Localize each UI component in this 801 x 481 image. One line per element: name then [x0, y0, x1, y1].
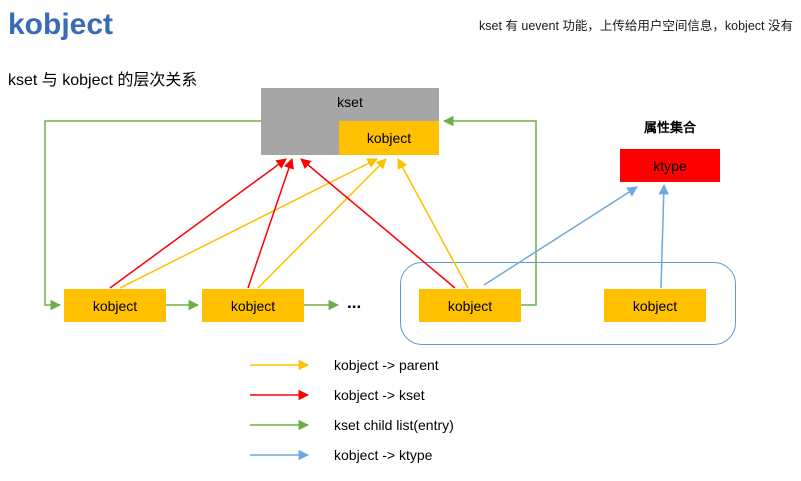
ellipsis: ...	[347, 293, 362, 312]
parent-arrow-3	[397, 158, 469, 289]
legend: kobject -> parent kobject -> kset kset c…	[248, 350, 454, 470]
page-title: kobject	[8, 8, 114, 41]
child-list-arrow-kset-to-first	[44, 120, 261, 311]
kset-arrow-2	[247, 158, 294, 289]
kobject-box-3: kobject	[419, 289, 521, 322]
legend-item-kset: kobject -> kset	[248, 380, 454, 410]
diagram-subtitle: kset 与 kobject 的层次关系	[8, 72, 198, 89]
kobject-box-4: kobject	[604, 289, 706, 322]
kset-arrow-1	[109, 158, 287, 289]
ktype-group-outline	[400, 262, 736, 345]
legend-item-child-list: kset child list(entry)	[248, 410, 454, 440]
legend-label: kobject -> parent	[334, 357, 439, 373]
legend-arrow-blue	[250, 450, 310, 460]
parent-arrow-2	[257, 158, 387, 289]
child-list-arrow-back-to-kset	[442, 115, 537, 306]
kobject-box-1: kobject	[64, 289, 166, 322]
legend-item-parent: kobject -> parent	[248, 350, 454, 380]
legend-label: kset child list(entry)	[334, 417, 454, 433]
kset-arrow-3	[300, 158, 456, 289]
legend-arrow-red	[250, 390, 310, 400]
top-right-note: kset 有 uevent 功能，上传给用户空间信息，kobject 没有	[479, 19, 793, 33]
kobject-box-2: kobject	[202, 289, 304, 322]
ktype-arrow-1	[483, 186, 638, 286]
legend-label: kobject -> ktype	[334, 447, 433, 463]
ktype-box: ktype	[620, 149, 720, 182]
parent-arrow-1	[119, 158, 378, 289]
legend-arrow-green	[250, 420, 310, 430]
legend-arrow-yellow	[250, 360, 310, 370]
ktype-caption: 属性集合	[643, 120, 696, 135]
kset-kobject-box: kobject	[339, 121, 439, 155]
legend-label: kobject -> kset	[334, 387, 425, 403]
ktype-arrow-2	[658, 183, 669, 289]
legend-item-ktype: kobject -> ktype	[248, 440, 454, 470]
